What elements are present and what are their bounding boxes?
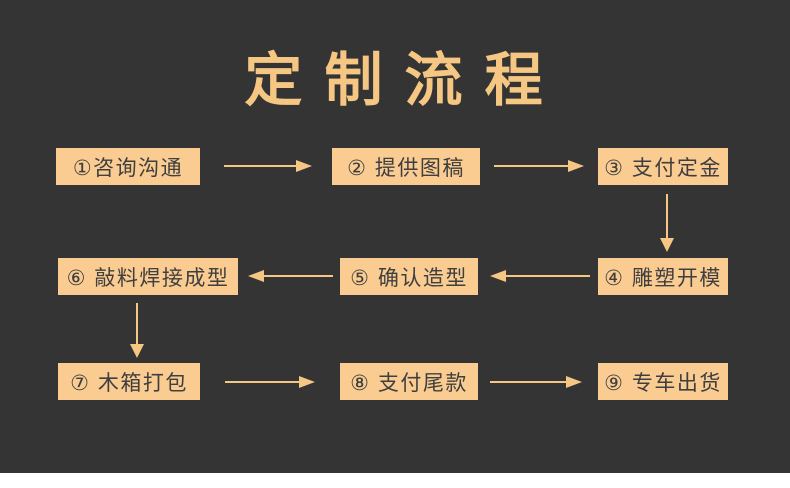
arrow-right-2-to-3-icon <box>494 160 584 172</box>
step-box-7-crate-pack: ⑦ 木箱打包 <box>58 363 200 400</box>
step-7-label: ⑦ 木箱打包 <box>70 371 188 395</box>
step-6-label: ⑥ 敲料焊接成型 <box>66 266 230 290</box>
arrow-right-8-to-9-icon <box>490 376 582 388</box>
step-9-label: ⑨ 专车出货 <box>604 371 722 395</box>
step-4-label: ④ 雕塑开模 <box>604 266 722 290</box>
page-title: 定 制 流 程 <box>244 48 546 113</box>
arrow-right-1-to-2-icon <box>224 160 312 172</box>
step-box-6-forge-weld: ⑥ 敲料焊接成型 <box>58 258 238 295</box>
step-box-8-pay-balance: ⑧ 支付尾款 <box>340 363 478 400</box>
step-5-label: ⑤ 确认造型 <box>350 266 468 290</box>
bottom-white-strip <box>0 473 790 488</box>
arrow-left-5-to-6-icon <box>248 270 333 282</box>
step-box-4-sculpt-mold: ④ 雕塑开模 <box>598 258 728 295</box>
arrow-down-3-to-4-icon <box>660 194 674 252</box>
step-box-2-provide-draft: ② 提供图稿 <box>332 148 480 185</box>
step-8-label: ⑧ 支付尾款 <box>350 371 468 395</box>
step-2-label: ② 提供图稿 <box>347 156 465 180</box>
step-box-3-pay-deposit: ③ 支付定金 <box>598 148 728 185</box>
arrow-right-7-to-8-icon <box>225 376 315 388</box>
step-3-label: ③ 支付定金 <box>604 156 722 180</box>
step-box-5-confirm-shape: ⑤ 确认造型 <box>340 258 478 295</box>
step-box-1-consult: ①咨询沟通 <box>56 148 200 185</box>
step-1-label: ①咨询沟通 <box>72 156 184 180</box>
custom-process-flowchart: 定 制 流 程 ①咨询沟通 ② 提供图稿 ③ 支付定金 ④ 雕塑开模 ⑤ 确认造… <box>0 0 790 473</box>
arrow-left-4-to-5-icon <box>490 270 590 282</box>
arrow-down-6-to-7-icon <box>130 303 144 358</box>
step-box-9-ship-by-truck: ⑨ 专车出货 <box>598 363 728 400</box>
